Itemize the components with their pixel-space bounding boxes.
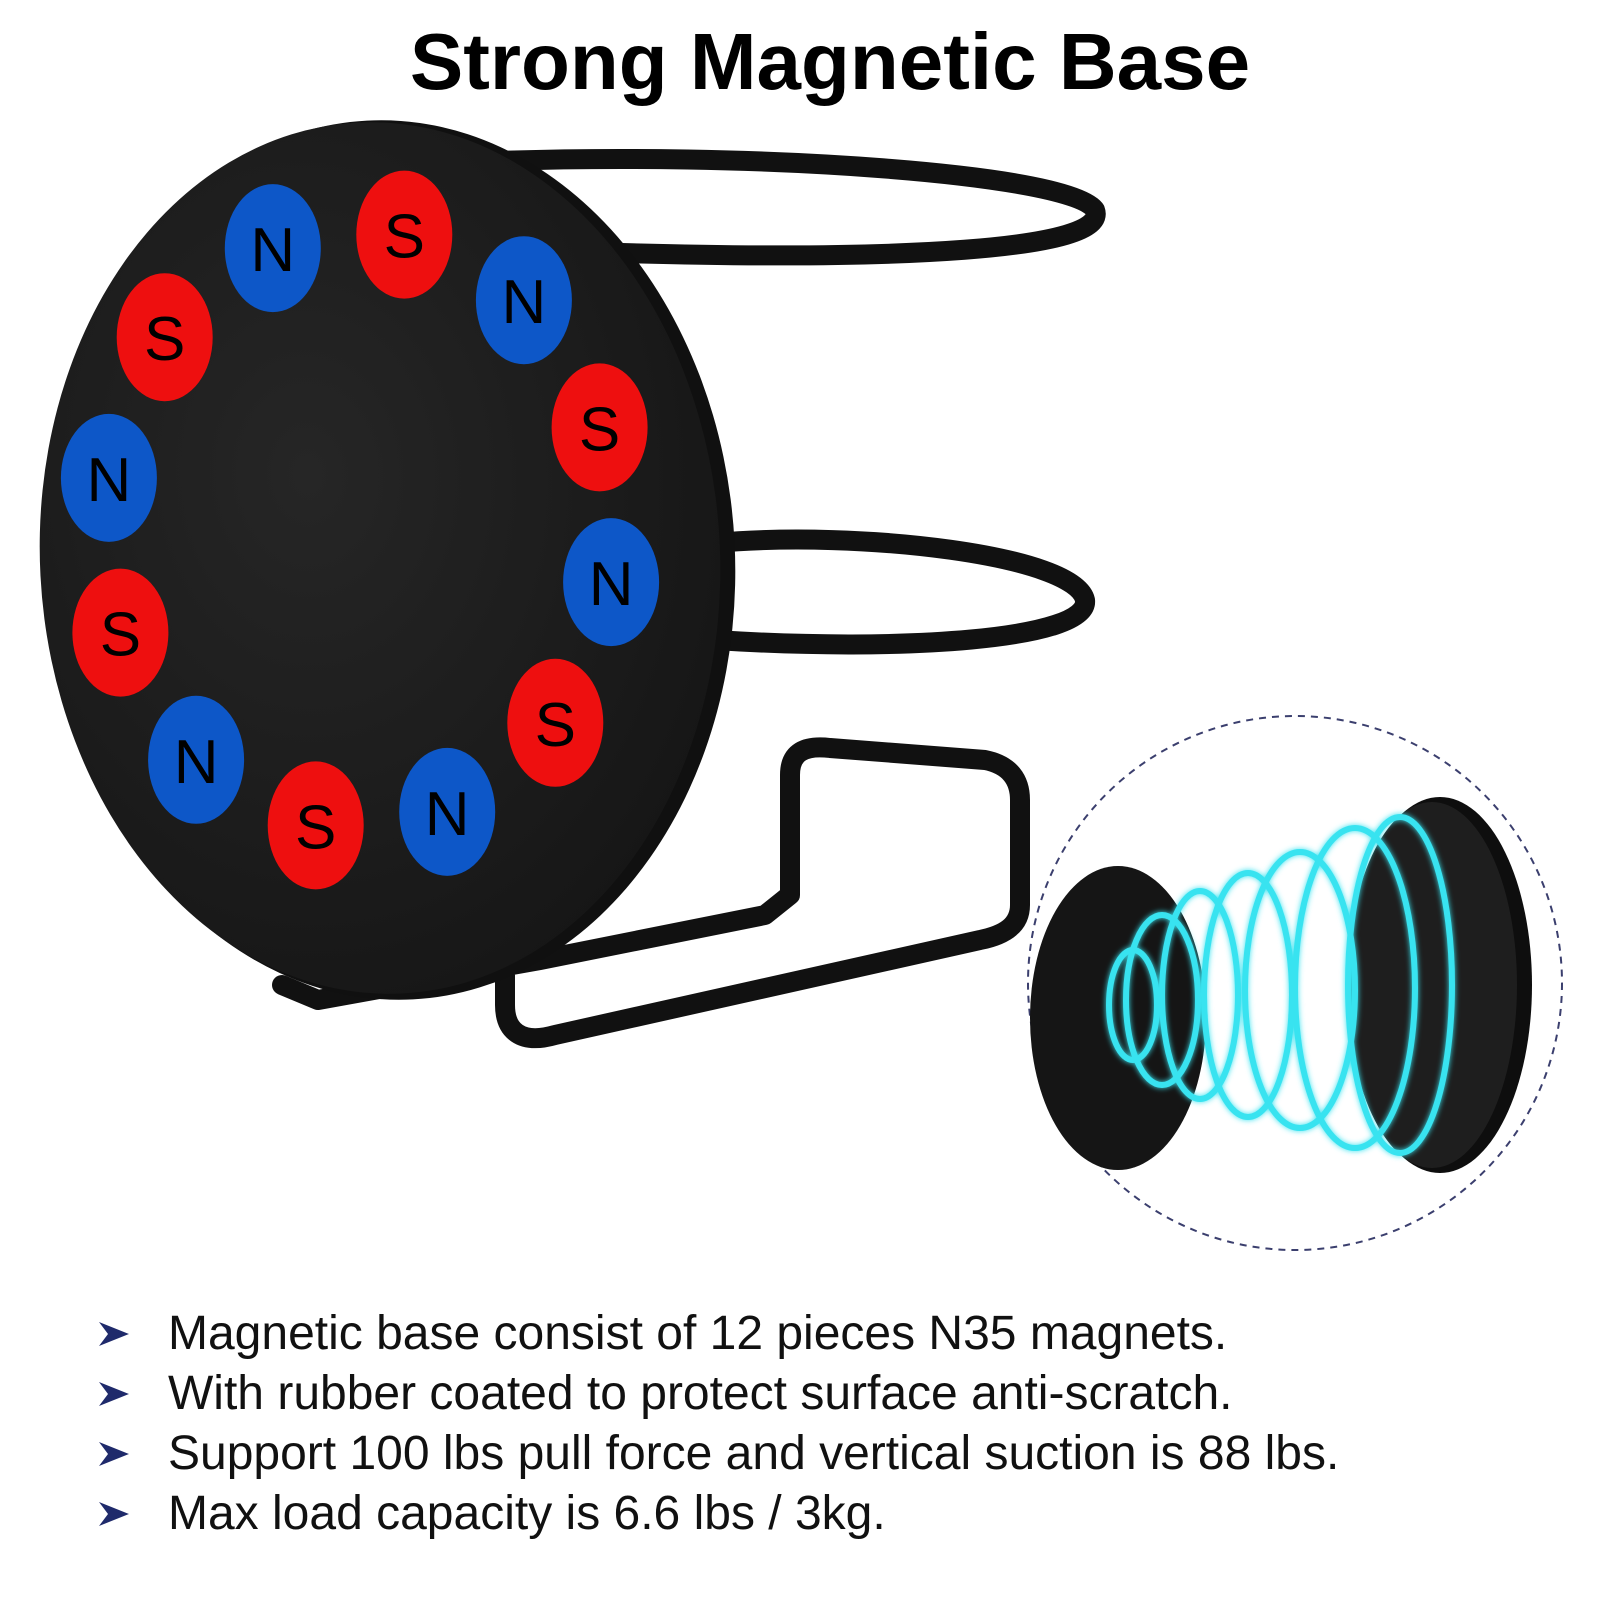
field-ring bbox=[1292, 825, 1418, 1151]
feature-text: Support 100 lbs pull force and vertical … bbox=[168, 1427, 1340, 1480]
feature-list: Magnetic base consist of 12 pieces N35 m… bbox=[96, 1304, 1576, 1544]
pole-label: N bbox=[425, 780, 470, 849]
field-ring bbox=[1201, 870, 1295, 1120]
feature-text: Max load capacity is 6.6 lbs / 3kg. bbox=[168, 1487, 886, 1540]
magnet-pole-n: N bbox=[148, 695, 245, 824]
arrow-bullet-icon bbox=[99, 1322, 129, 1346]
feature-text: Magnetic base consist of 12 pieces N35 m… bbox=[168, 1307, 1228, 1360]
magnet-pole-n: N bbox=[399, 747, 496, 876]
pole-label: N bbox=[589, 550, 634, 619]
magnet-pole-n: N bbox=[475, 236, 572, 365]
pole-label: S bbox=[295, 793, 336, 862]
pole-label: S bbox=[100, 601, 141, 670]
magnet-pole-n: N bbox=[60, 413, 157, 542]
magnet-pole-s: S bbox=[116, 273, 213, 402]
feature-item: Support 100 lbs pull force and vertical … bbox=[96, 1424, 1576, 1484]
magnet-pole-s: S bbox=[356, 170, 453, 299]
field-ring bbox=[1242, 849, 1358, 1131]
magnet-pole-s: S bbox=[267, 761, 364, 890]
magnet-pole-n: N bbox=[224, 184, 321, 313]
feature-text: With rubber coated to protect surface an… bbox=[168, 1367, 1233, 1420]
magnetic-field-detail bbox=[1027, 715, 1563, 1251]
pole-label: N bbox=[502, 268, 547, 337]
arrow-bullet-icon bbox=[99, 1382, 129, 1406]
magnet-pole-n: N bbox=[563, 518, 660, 647]
field-ring bbox=[1123, 912, 1201, 1088]
feature-item: Max load capacity is 6.6 lbs / 3kg. bbox=[96, 1484, 1576, 1544]
arrow-bullet-icon bbox=[99, 1502, 129, 1526]
small-magnet-disc bbox=[1030, 866, 1206, 1170]
magnet-pole-s: S bbox=[72, 568, 169, 697]
feature-item: Magnetic base consist of 12 pieces N35 m… bbox=[96, 1304, 1576, 1364]
feature-item: With rubber coated to protect surface an… bbox=[96, 1364, 1576, 1424]
page-title: Strong Magnetic Base bbox=[409, 17, 1251, 106]
pole-label: N bbox=[250, 216, 295, 285]
magnet-pole-s: S bbox=[507, 658, 604, 787]
pole-label: S bbox=[384, 203, 425, 272]
field-ring bbox=[1345, 814, 1455, 1156]
pole-label: S bbox=[535, 691, 576, 760]
pole-label: N bbox=[87, 446, 132, 515]
pole-label: S bbox=[144, 305, 185, 374]
field-ring bbox=[1159, 888, 1241, 1102]
pole-label: N bbox=[174, 728, 219, 797]
magnet-pole-s: S bbox=[551, 363, 648, 492]
wire-frame bbox=[272, 148, 1106, 1049]
arrow-bullet-icon bbox=[99, 1442, 129, 1466]
pole-label: S bbox=[579, 395, 620, 464]
magnetic-field-waves bbox=[1106, 814, 1455, 1156]
